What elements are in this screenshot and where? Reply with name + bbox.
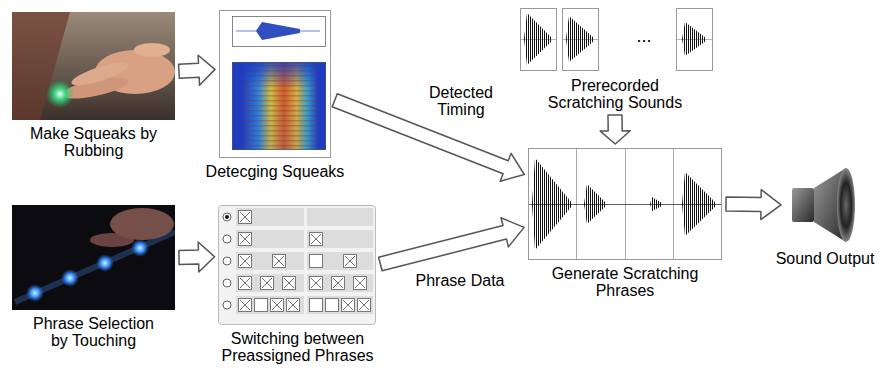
caption: Prerecorded Scratching Sounds [540,77,690,111]
block-arrow [179,55,215,85]
arrow-label: Detected Timing [416,84,506,118]
photo-panel: Make Squeaks by Rubbing [6,12,181,159]
caption: Phrase Selection by Touching [29,315,159,349]
phrase-table [219,206,376,325]
waveform-samples [521,9,713,71]
spectrogram-figure [220,11,331,158]
caption: Make Squeaks by Rubbing [29,125,159,159]
figure-area [12,12,175,120]
figure-area [515,6,715,72]
phrase-table-panel: Switching between Preassigned Phrases [205,205,390,364]
block-arrow [726,190,781,220]
ellipsis-label: ... [620,28,668,45]
block-arrow [179,242,215,272]
sample-panel: Prerecorded Scratching Sounds [505,6,725,111]
photo-panel: Phrase Selection by Touching [6,205,181,349]
figure-area [785,165,865,245]
caption: Detecging Squeaks [200,163,350,180]
caption: Switching between Preassigned Phrases [213,330,383,364]
block-arrow [379,218,524,271]
rubbing-photo [12,12,175,120]
figure-area [528,148,722,260]
speaker-icon [792,168,855,242]
touch-photo [12,205,175,310]
arrow-label: Phrase Data [410,272,510,289]
spectrogram-panel: Detecging Squeaks [200,10,350,180]
phrase-waveform [529,149,722,260]
speaker-panel: Sound Output [770,165,880,267]
figure-area [219,205,377,325]
caption: Sound Output [770,250,880,267]
figure-area [219,10,331,158]
block-arrow [600,115,630,144]
figure-area [12,205,175,310]
generator-panel: Generate Scratching Phrases [520,148,730,299]
caption: Generate Scratching Phrases [551,265,699,299]
